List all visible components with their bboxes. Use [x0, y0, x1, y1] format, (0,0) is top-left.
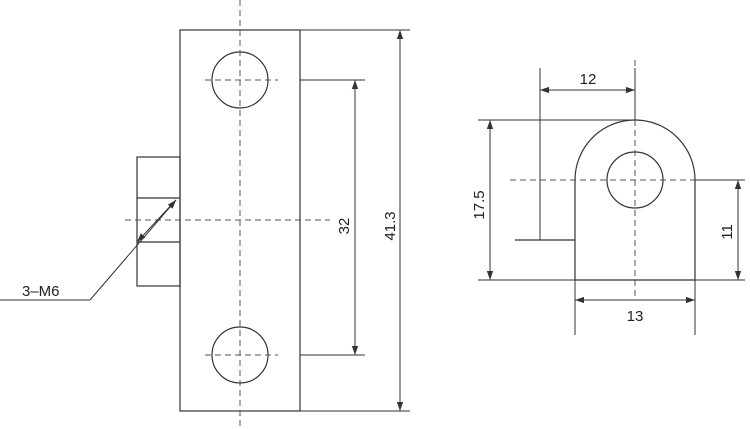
side-block: [136, 156, 181, 287]
dim-total-height-label: 41.3: [382, 211, 399, 240]
dim-top-width-label: 12: [580, 71, 597, 88]
front-view: 32 41.3 3–M6: [0, 0, 410, 429]
thread-diagonal-arrow: [136, 199, 177, 243]
thread-callout-label: 3–M6: [22, 283, 60, 300]
dim-right-height-label: 11: [719, 224, 736, 240]
thread-leader-line: [89, 199, 177, 301]
bracket-profile: [574, 119, 696, 281]
dim-hole-spacing-label: 32: [336, 218, 353, 235]
side-view: 12 17.5 11 13: [471, 60, 745, 335]
dim-left-height-label: 17.5: [471, 190, 488, 219]
dim-bottom-width-label: 13: [627, 308, 644, 325]
